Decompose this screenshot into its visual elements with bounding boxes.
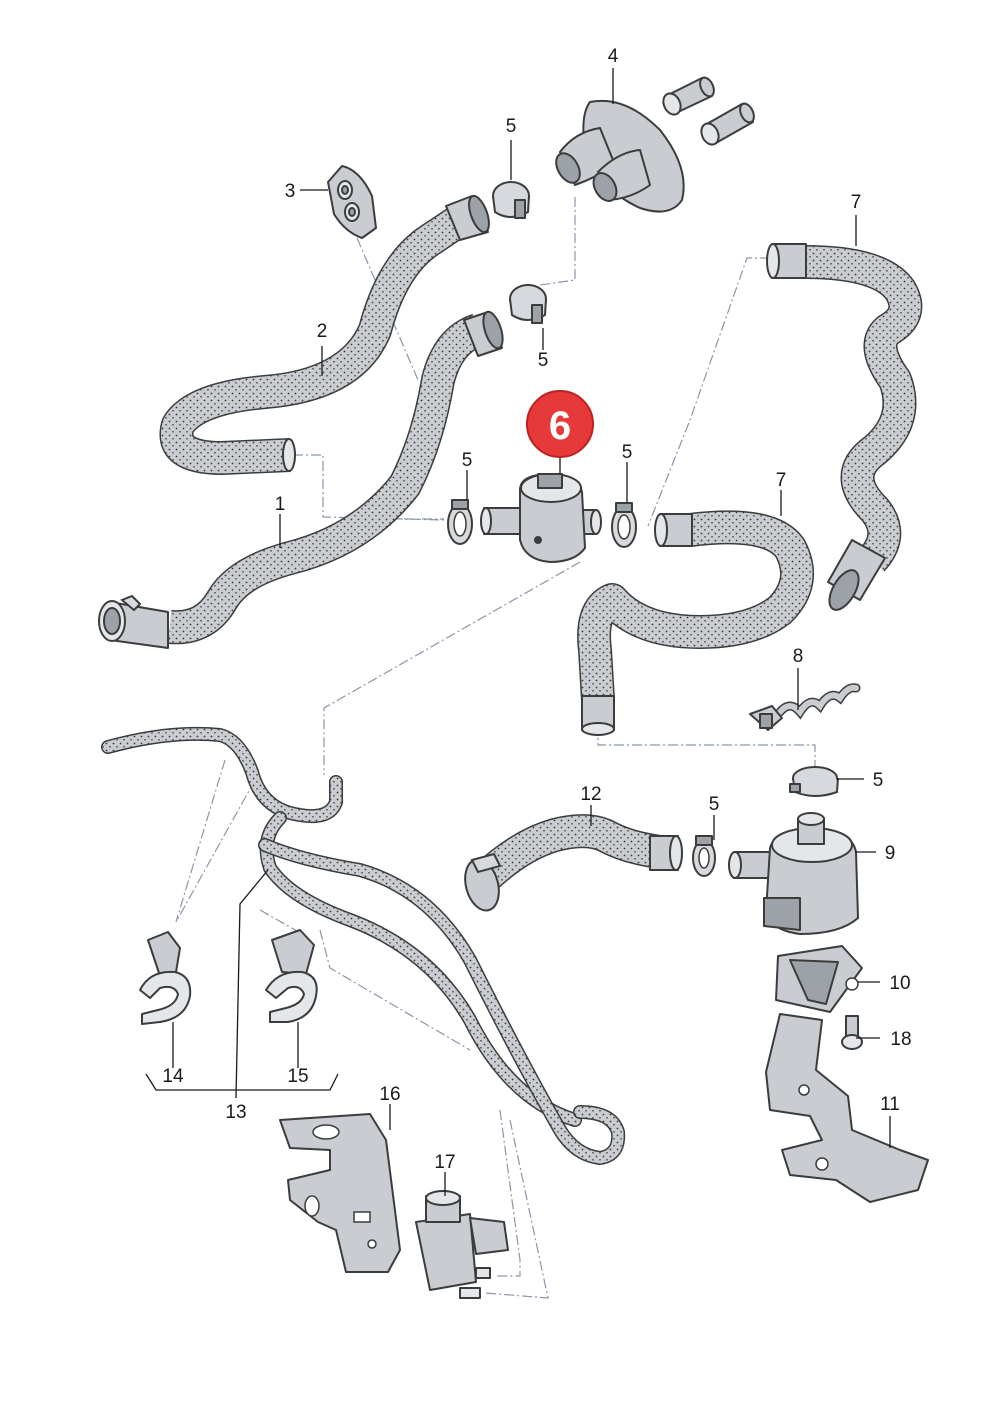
callout-labels: 1 2 3 4 5 5 5 5 5 5 7 7 8 9 10 11 12 13 … (162, 46, 911, 1173)
label-16: 16 (379, 1084, 400, 1105)
label-14: 14 (162, 1066, 184, 1087)
valve-17[interactable] (415, 1190, 509, 1299)
bracket-10[interactable] (775, 945, 863, 1013)
hose-1[interactable] (98, 309, 506, 649)
label-1: 1 (275, 494, 286, 515)
cable-tie-8[interactable] (749, 683, 861, 731)
plug-caps[interactable] (660, 75, 757, 147)
clamp-5-upper[interactable] (492, 181, 530, 219)
bracket-16[interactable] (279, 1113, 401, 1273)
label-8: 8 (793, 646, 804, 667)
clamp-5-hose-12[interactable] (692, 835, 716, 877)
label-17: 17 (434, 1152, 455, 1173)
label-5-top: 5 (506, 116, 517, 137)
bolt-18[interactable] (841, 1015, 863, 1050)
clip-15[interactable] (265, 929, 318, 1023)
label-12: 12 (580, 784, 601, 805)
grommet-4[interactable] (551, 99, 685, 213)
label-18: 18 (890, 1029, 911, 1050)
label-3: 3 (285, 181, 296, 202)
badge-label-6: 6 (549, 404, 571, 448)
label-5-right: 5 (873, 770, 884, 791)
label-5-valve-right: 5 (622, 442, 633, 463)
label-15: 15 (287, 1066, 308, 1087)
hose-7-lower[interactable] (577, 510, 814, 736)
hose-13[interactable] (101, 726, 626, 1165)
label-9: 9 (885, 843, 896, 864)
clamp-5-mid[interactable] (509, 284, 547, 324)
clamp-5-lower-right[interactable] (789, 766, 839, 797)
highlight-badge-6[interactable]: 6 (526, 390, 594, 458)
label-5-hose-12: 5 (709, 794, 720, 815)
clamp-5-left-valve[interactable] (447, 499, 473, 545)
label-11: 11 (880, 1094, 900, 1115)
reference-lines (175, 197, 816, 1299)
pump-9[interactable] (728, 812, 859, 935)
label-13: 13 (225, 1102, 246, 1123)
flange-3[interactable] (327, 165, 377, 239)
label-5-mid: 5 (538, 350, 549, 371)
label-10: 10 (889, 973, 910, 994)
label-4: 4 (608, 46, 619, 67)
label-2: 2 (317, 321, 328, 342)
clip-14[interactable] (139, 931, 192, 1025)
label-5-valve-left: 5 (462, 450, 473, 471)
label-7-lower: 7 (776, 470, 787, 491)
hose-2[interactable] (159, 193, 493, 475)
hose-12[interactable] (460, 814, 683, 914)
label-7-upper: 7 (851, 192, 862, 213)
bracket-11[interactable] (765, 1013, 929, 1203)
clamp-5-right-valve[interactable] (611, 502, 637, 548)
hose-7-upper[interactable] (766, 243, 923, 615)
valve-6[interactable] (480, 473, 602, 563)
leader-lines (145, 68, 891, 1196)
